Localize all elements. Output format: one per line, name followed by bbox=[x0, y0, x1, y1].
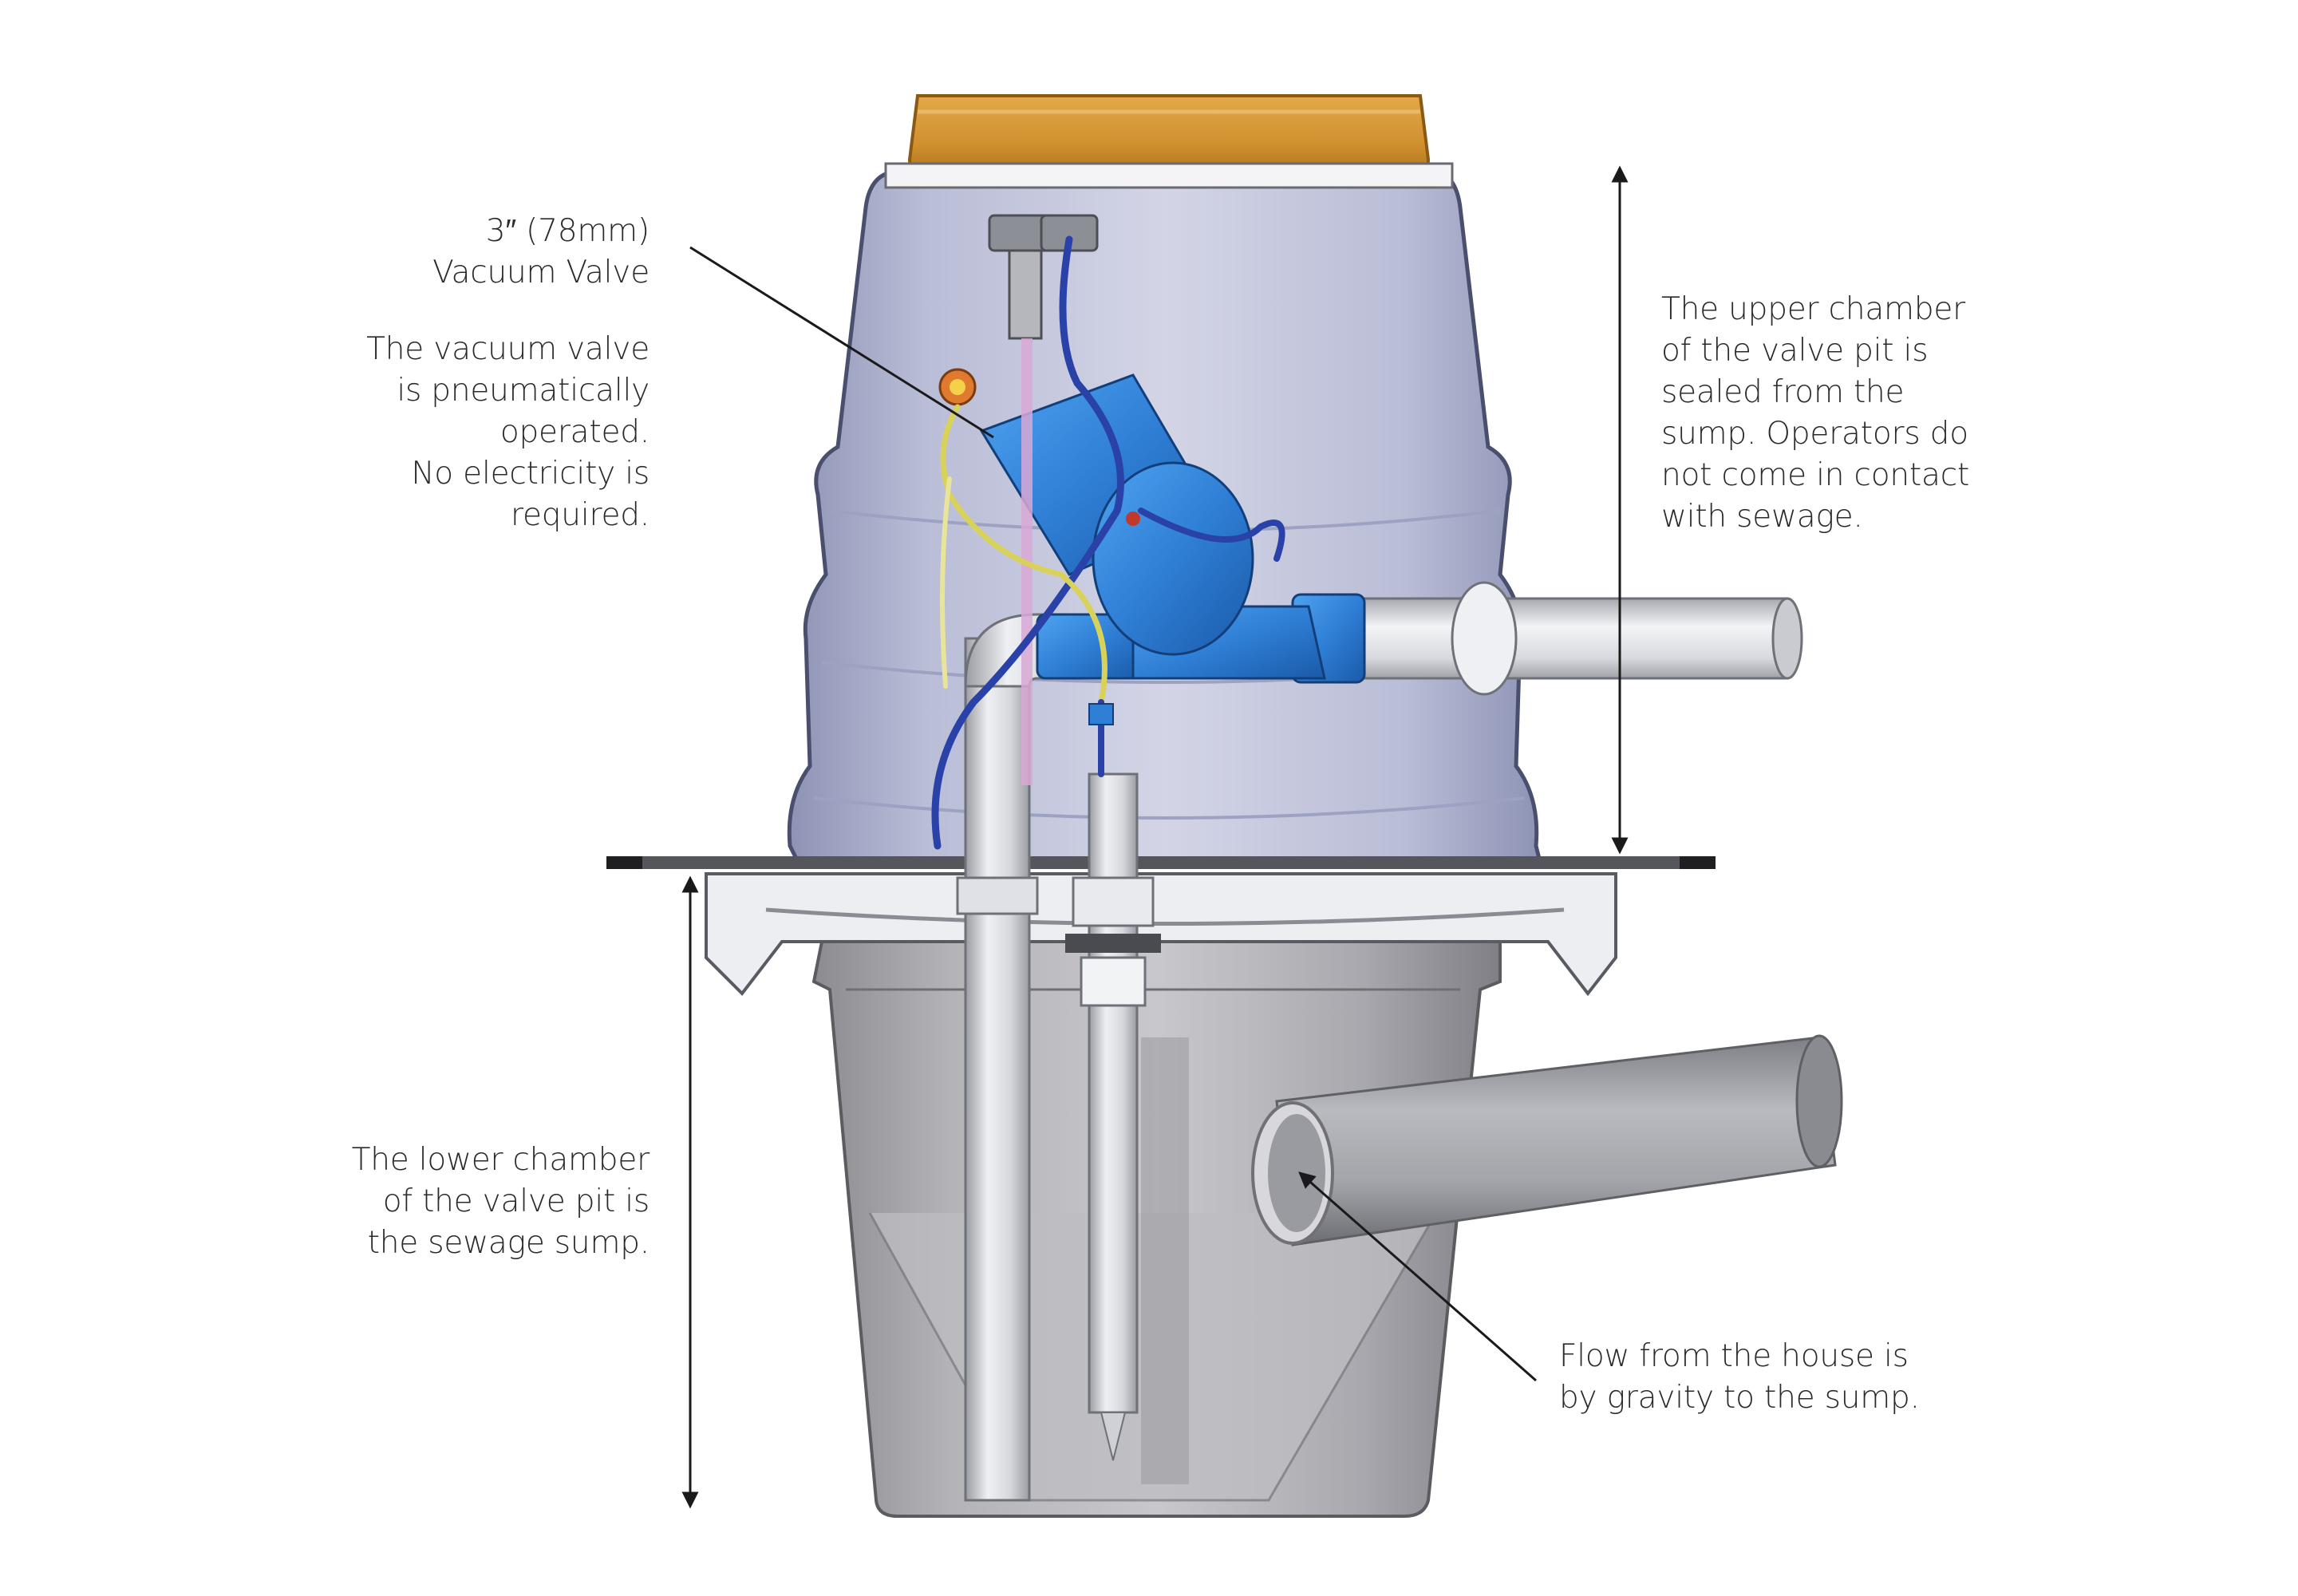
gravity-leader-line bbox=[1298, 1171, 1537, 1382]
valve-desc-line-2: is pneumatically bbox=[397, 373, 650, 409]
upper-line-4: sump. Operators do bbox=[1661, 416, 1968, 452]
valve-annotation: 3″ (78mm) Vacuum Valve The vacuum valve … bbox=[366, 211, 650, 536]
lower-line-2: of the valve pit is bbox=[382, 1183, 650, 1219]
lower-line-1: The lower chamber bbox=[351, 1142, 650, 1178]
orange-lid bbox=[884, 94, 1454, 189]
upper-chamber-annotation: The upper chamber of the valve pit is se… bbox=[1661, 289, 1969, 538]
upper-line-3: sealed from the bbox=[1661, 374, 1905, 410]
upper-line-1: The upper chamber bbox=[1661, 291, 1966, 327]
gravity-inlet-pipe bbox=[1251, 1034, 1843, 1246]
valve-desc-line-5: required. bbox=[510, 497, 650, 533]
valve-leader-line bbox=[689, 246, 994, 439]
valve-desc-line-1: The vacuum valve bbox=[366, 331, 650, 367]
valve-title-line-2: Vacuum Valve bbox=[432, 255, 650, 290]
valve-title-line-1: 3″ (78mm) bbox=[485, 213, 650, 249]
gravity-line-1: Flow from the house is bbox=[1559, 1338, 1909, 1374]
gravity-flow-annotation: Flow from the house is by gravity to the… bbox=[1559, 1336, 1920, 1419]
outlet-pipe bbox=[1355, 581, 1803, 696]
upper-line-6: with sewage. bbox=[1661, 499, 1863, 535]
pneumatic-tubes bbox=[931, 235, 1285, 850]
valve-desc-line-3: operated. bbox=[499, 414, 650, 450]
suction-pipe bbox=[956, 613, 1087, 1502]
vacuum-valve bbox=[938, 368, 1366, 684]
annotation-leaders bbox=[681, 165, 1629, 1509]
sensor-pipe bbox=[1065, 772, 1161, 1461]
upper-line-5: not come in contact bbox=[1661, 457, 1970, 493]
gravity-line-2: by gravity to the sump. bbox=[1559, 1380, 1920, 1416]
lower-line-3: the sewage sump. bbox=[367, 1225, 650, 1261]
lower-chamber-annotation: The lower chamber of the valve pit is th… bbox=[352, 1140, 650, 1264]
upper-line-2: of the valve pit is bbox=[1661, 333, 1929, 369]
valve-desc-line-4: No electricity is bbox=[411, 456, 650, 492]
